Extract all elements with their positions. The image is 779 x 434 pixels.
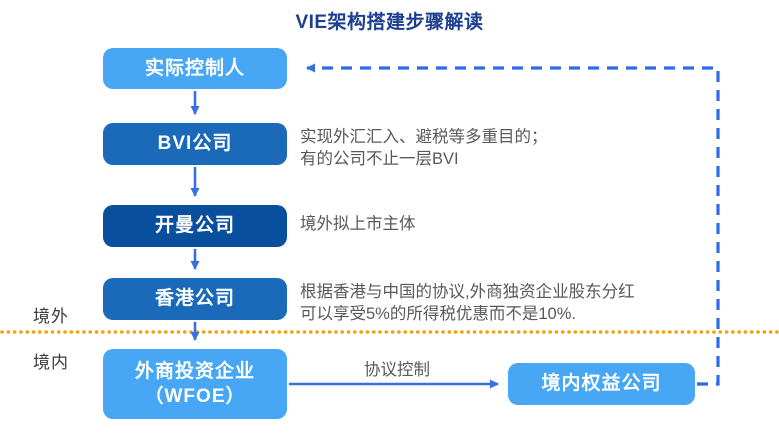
- node-domestic-equity-company: 境内权益公司: [508, 363, 695, 405]
- note-bvi: 实现外汇汇入、避税等多重目的； 有的公司不止一层BVI: [300, 126, 548, 170]
- note-bvi-line1: 实现外汇汇入、避税等多重目的；: [300, 128, 548, 146]
- node-wfoe-label-line1: 外商投资企业: [134, 360, 255, 382]
- note-hongkong: 根据香港与中国的协议,外商独资企业股东分红 可以享受5%的所得税优惠而不是10%…: [300, 281, 635, 325]
- note-cayman: 境外拟上市主体: [300, 213, 416, 235]
- note-hongkong-line2: 可以享受5%的所得税优惠而不是10%.: [300, 305, 576, 323]
- node-domestic-equity-company-label: 境内权益公司: [541, 373, 662, 395]
- edge-label-agreement-control: 协议控制: [364, 361, 430, 379]
- diagram-title: VIE架构搭建步骤解读: [295, 12, 484, 33]
- node-actual-controller: 实际控制人: [103, 48, 287, 89]
- region-label-onshore: 境内: [33, 353, 69, 372]
- note-bvi-line2: 有的公司不止一层BVI: [300, 150, 459, 168]
- node-bvi-company-label: BVI公司: [157, 133, 233, 155]
- node-actual-controller-label: 实际控制人: [144, 57, 245, 79]
- note-hongkong-line1: 根据香港与中国的协议,外商独资企业股东分红: [300, 283, 635, 301]
- node-wfoe: 外商投资企业 （WFOE）: [103, 349, 287, 419]
- region-label-offshore: 境外: [33, 307, 69, 326]
- node-wfoe-label-line2: （WFOE）: [144, 386, 246, 407]
- note-cayman-line1: 境外拟上市主体: [300, 215, 416, 233]
- node-bvi-company: BVI公司: [103, 123, 287, 165]
- node-cayman-company: 开曼公司: [103, 205, 287, 247]
- node-cayman-company-label: 开曼公司: [154, 215, 235, 237]
- node-hongkong-company-label: 香港公司: [154, 288, 235, 310]
- node-hongkong-company: 香港公司: [103, 278, 287, 320]
